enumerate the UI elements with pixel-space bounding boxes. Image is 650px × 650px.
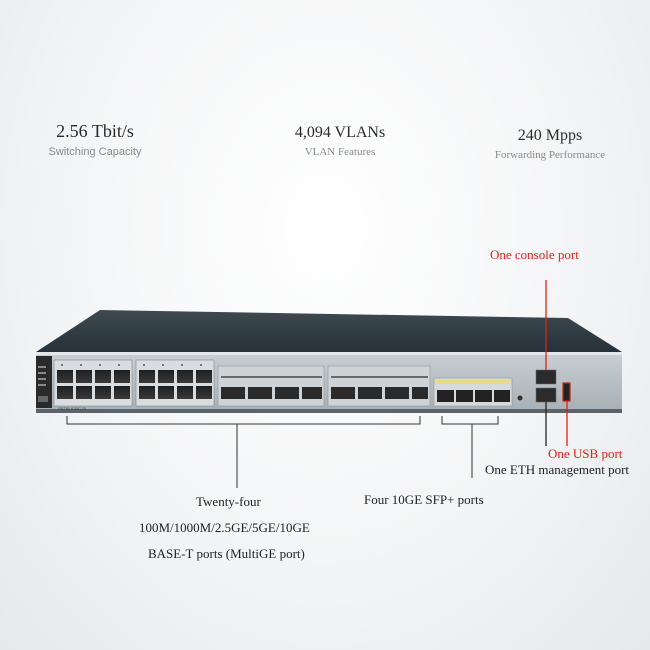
vlan-stat: 4,094 VLANs VLAN Features bbox=[285, 124, 395, 158]
sfp-ports-callout: Four 10GE SFP+ ports bbox=[364, 492, 484, 507]
eth-port-callout: One ETH management port bbox=[485, 462, 630, 477]
console-port bbox=[535, 369, 557, 385]
forwarding-label: Forwarding Performance bbox=[494, 149, 606, 161]
base-t-callout-line1: Twenty-four bbox=[196, 494, 261, 509]
base-t-callout-line3: BASE-T ports (MultiGE port) bbox=[148, 546, 305, 561]
forwarding-stat: 240 Mpps Forwarding Performance bbox=[485, 127, 615, 161]
uplink-block-2 bbox=[327, 365, 431, 407]
base-t-bracket bbox=[66, 416, 421, 425]
forwarding-value: 240 Mpps bbox=[517, 127, 583, 144]
usb-port-callout: One USB port bbox=[548, 446, 623, 461]
uplink-block-1 bbox=[217, 365, 325, 407]
switching-capacity-label: Switching Capacity bbox=[48, 146, 142, 158]
sfp-bracket bbox=[441, 416, 499, 425]
switching-capacity-stat: 2.56 Tbit/s Switching Capacity bbox=[40, 121, 150, 158]
eth-management-port bbox=[535, 387, 557, 403]
base-t-callout-line2: 100M/1000M/2.5GE/5GE/10GE bbox=[139, 520, 310, 535]
vlan-label: VLAN Features bbox=[304, 146, 376, 158]
chassis-top bbox=[36, 310, 622, 352]
status-led-panel bbox=[36, 356, 52, 408]
model-label: S5735-S32C-SI bbox=[58, 406, 86, 411]
vlan-value: 4,094 VLANs bbox=[294, 124, 386, 141]
usb-port bbox=[562, 382, 571, 402]
console-port-callout: One console port bbox=[490, 247, 579, 262]
switching-capacity-value: 2.56 Tbit/s bbox=[56, 121, 134, 141]
